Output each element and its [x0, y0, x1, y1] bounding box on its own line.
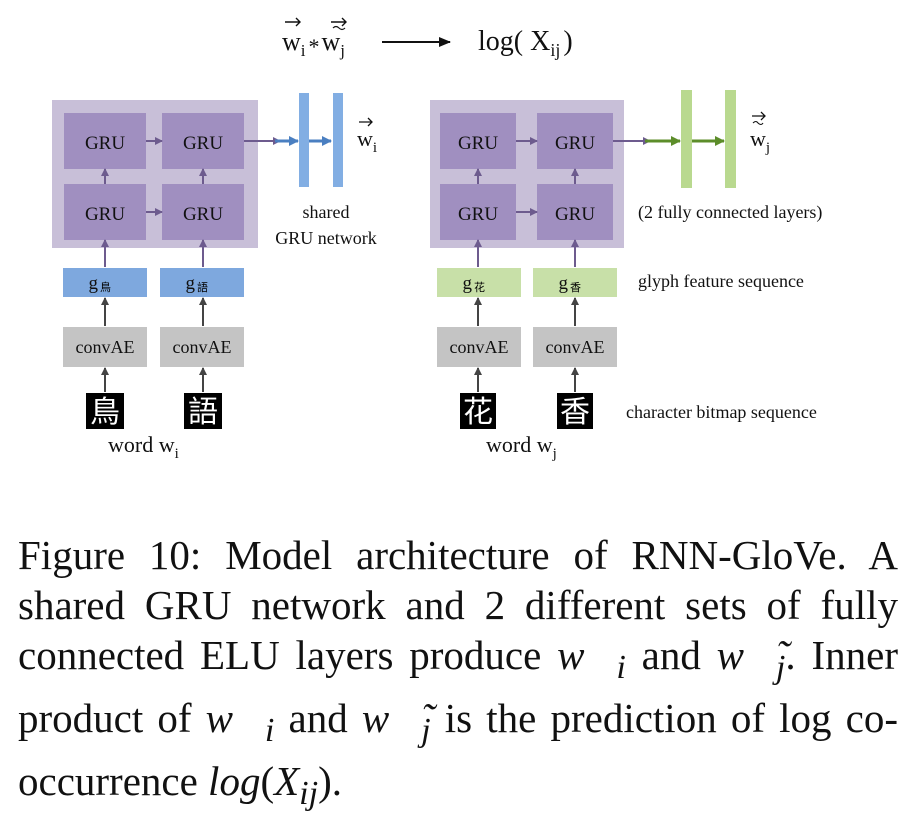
vector-arrow-icon: [285, 17, 301, 27]
top-formula: wi*wj log( Xij): [282, 17, 573, 60]
convae-label: convAE: [173, 337, 232, 357]
glyph-sub-char: 鳥: [100, 280, 111, 294]
left-glyph-feature-box: [160, 268, 244, 297]
gru-label: GRU: [85, 204, 125, 225]
character-bitmap: [460, 393, 496, 429]
left-gru-cell: [162, 184, 244, 240]
character-bitmap: [184, 393, 222, 429]
character-bitmap: [86, 393, 124, 429]
bitmap-note: character bitmap sequence: [626, 402, 817, 422]
glyph-label: g: [463, 273, 473, 294]
shared-note: shared: [303, 202, 350, 222]
gru-label: GRU: [183, 133, 223, 154]
right-gru-cell: [440, 113, 516, 169]
right-branch: GRU GRU GRU GRU g 花 g 香 convAE convAE 花 …: [430, 90, 822, 462]
gru-label: GRU: [458, 204, 498, 225]
right-glyph-feature-box: [437, 268, 521, 297]
gru-label: GRU: [183, 204, 223, 225]
character-bitmap-glyph: 鳥: [90, 395, 120, 430]
gru-label: GRU: [458, 133, 498, 154]
glyph-label: g: [186, 273, 196, 294]
word-label: word wj: [486, 432, 557, 462]
convae-label: convAE: [546, 337, 605, 357]
character-bitmap-glyph: 花: [463, 395, 493, 430]
left-dense-layer-bar: [333, 93, 343, 187]
right-gru-cell: [537, 113, 613, 169]
right-dense-layer-bar: [681, 90, 692, 188]
right-glyph-feature-box: [533, 268, 617, 297]
gru-label: GRU: [555, 204, 595, 225]
gru-label: GRU: [85, 133, 125, 154]
gru-label: GRU: [555, 133, 595, 154]
character-bitmap-glyph: 香: [560, 395, 590, 430]
glyph-label: g: [89, 273, 99, 294]
glyph-label: g: [559, 273, 569, 294]
left-gru-cell: [64, 184, 146, 240]
glyph-sub-char: 花: [474, 281, 485, 294]
left-branch: GRU GRU GRU GRU g 鳥 g 語 convAE convAE 鳥 …: [52, 93, 377, 462]
left-gru-cell: [64, 113, 146, 169]
architecture-diagram: wi*wj log( Xij) GRU GRU GRU GRU g 鳥 g 語: [52, 17, 822, 462]
right-convae-box: [533, 327, 617, 367]
glyph-sub-char: 語: [197, 280, 208, 294]
character-bitmap: [557, 393, 593, 429]
vector-arrow-icon: [752, 111, 766, 121]
left-dense-layer-bar: [299, 93, 309, 187]
output-vector-wi: wi: [357, 126, 377, 156]
left-convae-box: [63, 327, 147, 367]
convae-label: convAE: [76, 337, 135, 357]
left-gru-cell: [162, 113, 244, 169]
shared-note: GRU network: [275, 228, 377, 248]
fc-note: (2 fully connected layers): [638, 202, 822, 223]
tilde-icon: [752, 120, 764, 126]
word-label: word wi: [108, 432, 179, 462]
formula-w-i: wi*wj: [282, 27, 345, 60]
character-bitmap-glyph: 語: [188, 395, 218, 430]
glyph-note: glyph feature sequence: [638, 271, 804, 291]
left-glyph-feature-box: [63, 268, 147, 297]
right-gru-cell: [440, 184, 516, 240]
formula-log-xij: log( Xij): [478, 26, 573, 60]
left-convae-box: [160, 327, 244, 367]
right-convae-box: [437, 327, 521, 367]
output-vector-wj: wj: [750, 126, 770, 156]
vector-arrow-icon: [359, 117, 373, 127]
tilde-icon: [332, 25, 346, 31]
figure-caption: Figure 10: Model architecture of RNN-Glo…: [18, 532, 898, 813]
convae-label: convAE: [450, 337, 509, 357]
right-gru-cell: [537, 184, 613, 240]
glyph-sub-char: 香: [570, 281, 581, 294]
vector-arrow-icon: [331, 17, 347, 27]
right-dense-layer-bar: [725, 90, 736, 188]
